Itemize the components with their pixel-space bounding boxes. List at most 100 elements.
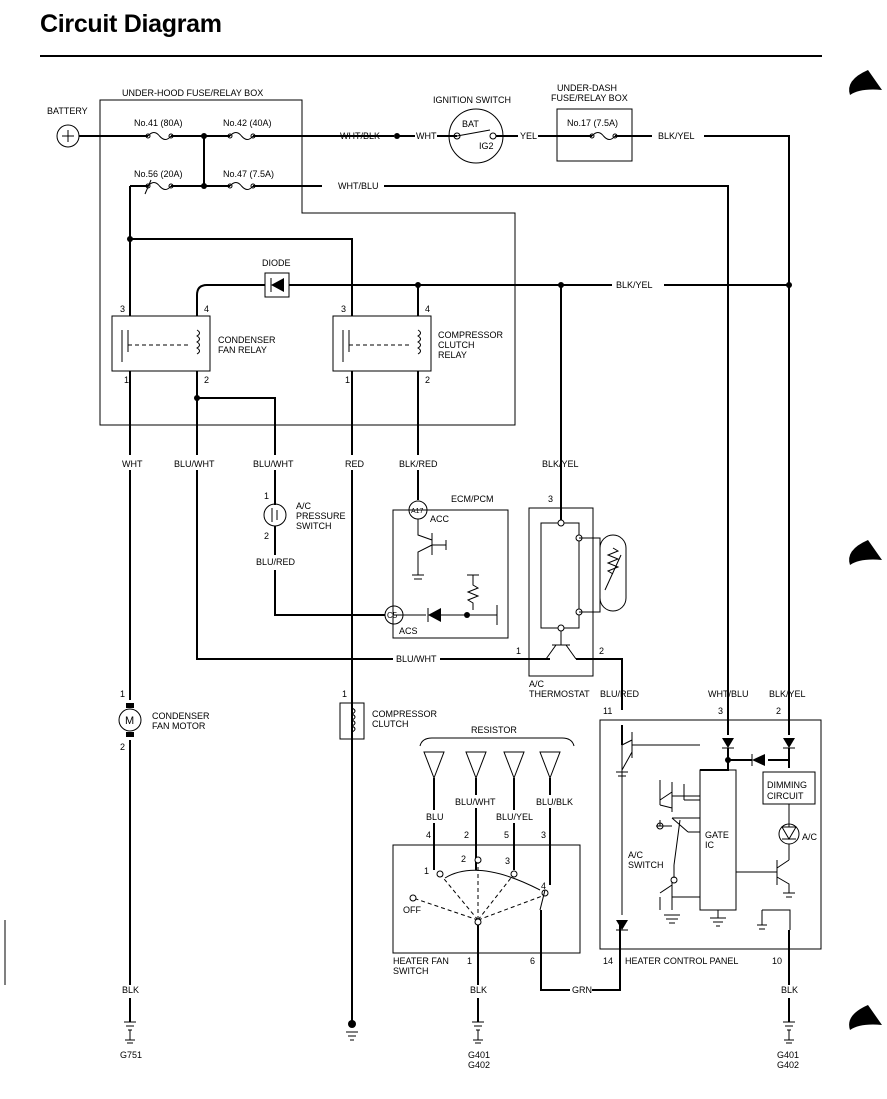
battery-label: BATTERY bbox=[47, 106, 88, 116]
wire-label-wht-blu-top: WHT/BLU bbox=[338, 181, 379, 191]
svg-text:BLU/WHT: BLU/WHT bbox=[396, 654, 437, 664]
svg-text:BLK: BLK bbox=[781, 985, 798, 995]
heater-fan-switch-box bbox=[392, 844, 581, 954]
fuse-17-label: No.17 (7.5A) bbox=[567, 118, 618, 128]
svg-text:1: 1 bbox=[342, 689, 347, 699]
ground-g751-icon bbox=[124, 1021, 136, 1044]
ignition-ig2-label: IG2 bbox=[479, 141, 494, 151]
svg-text:RED: RED bbox=[345, 459, 365, 469]
underdash-box-outline bbox=[556, 108, 633, 162]
svg-text:3: 3 bbox=[120, 304, 125, 314]
wire-to-compressor-relay bbox=[130, 238, 353, 316]
svg-text:2: 2 bbox=[204, 375, 209, 385]
svg-text:A/C: A/C bbox=[628, 850, 644, 860]
underhood-box-outline bbox=[99, 99, 516, 426]
svg-text:IC: IC bbox=[705, 840, 715, 850]
ground-chassis-icon bbox=[346, 1020, 358, 1041]
svg-text:3: 3 bbox=[541, 830, 546, 840]
compressor-relay-label2: CLUTCH bbox=[438, 340, 475, 350]
svg-text:COMPRESSOR: COMPRESSOR bbox=[372, 709, 438, 719]
svg-text:HEATER FAN: HEATER FAN bbox=[393, 956, 449, 966]
wire-label-wht: WHT bbox=[416, 131, 437, 141]
svg-text:CIRCUIT: CIRCUIT bbox=[767, 791, 804, 801]
svg-text:1: 1 bbox=[124, 375, 129, 385]
svg-text:1: 1 bbox=[345, 375, 350, 385]
pressure-switch-icon bbox=[263, 503, 287, 527]
svg-text:1: 1 bbox=[264, 491, 269, 501]
fuse-56-icon bbox=[147, 182, 172, 190]
thermistor-icon bbox=[599, 534, 627, 612]
svg-text:3: 3 bbox=[505, 856, 510, 866]
svg-text:A17: A17 bbox=[411, 508, 424, 515]
condenser-fan-relay bbox=[111, 315, 211, 372]
underdash-box-label1: UNDER-DASH bbox=[557, 83, 617, 93]
svg-text:BLK/YEL: BLK/YEL bbox=[542, 459, 579, 469]
fuse-56-label: No.56 (20A) bbox=[134, 169, 183, 179]
svg-text:WHT/BLU: WHT/BLU bbox=[708, 689, 749, 699]
ecm-label: ECM/PCM bbox=[451, 494, 494, 504]
svg-text:A/C: A/C bbox=[529, 679, 545, 689]
svg-text:11: 11 bbox=[603, 706, 612, 716]
svg-text:5: 5 bbox=[504, 830, 509, 840]
svg-text:1: 1 bbox=[120, 689, 125, 699]
wire-diode bbox=[196, 284, 612, 316]
svg-text:3: 3 bbox=[548, 494, 553, 504]
svg-text:M: M bbox=[125, 715, 134, 727]
svg-text:G402: G402 bbox=[777, 1060, 799, 1070]
svg-text:2: 2 bbox=[264, 531, 269, 541]
svg-text:ACC: ACC bbox=[430, 514, 450, 524]
fuse-47-label: No.47 (7.5A) bbox=[223, 169, 274, 179]
ground-g751-label: G751 bbox=[120, 1050, 142, 1060]
svg-text:GATE: GATE bbox=[705, 830, 729, 840]
svg-text:4: 4 bbox=[541, 881, 546, 891]
svg-text:DIMMING: DIMMING bbox=[767, 780, 807, 790]
fuse-42-label: No.42 (40A) bbox=[223, 118, 272, 128]
fuse-42-icon bbox=[229, 132, 254, 140]
svg-text:A/C: A/C bbox=[802, 832, 818, 842]
svg-text:G401: G401 bbox=[468, 1050, 490, 1060]
condenser-fan-motor-icon bbox=[118, 708, 142, 732]
wire-label-blk-yel-mid: BLK/YEL bbox=[616, 280, 653, 290]
wire-blu-wht bbox=[196, 371, 393, 660]
title-rule bbox=[40, 55, 822, 57]
svg-text:4: 4 bbox=[425, 304, 430, 314]
svg-text:FAN MOTOR: FAN MOTOR bbox=[152, 721, 206, 731]
binding-mark-middle bbox=[849, 540, 882, 565]
svg-text:3: 3 bbox=[341, 304, 346, 314]
binding-mark-top bbox=[849, 70, 882, 95]
svg-text:1: 1 bbox=[516, 646, 521, 656]
wire-blk-yel-right bbox=[704, 135, 790, 735]
binding-mark-bottom bbox=[849, 1005, 882, 1030]
svg-text:10: 10 bbox=[772, 956, 782, 966]
condenser-relay-label1: CONDENSER bbox=[218, 335, 276, 345]
wire-label-wht-blk: WHT/BLK bbox=[340, 131, 380, 141]
svg-text:2: 2 bbox=[425, 375, 430, 385]
svg-text:BLK/RED: BLK/RED bbox=[399, 459, 438, 469]
wire-grn bbox=[540, 910, 621, 991]
svg-text:SWITCH: SWITCH bbox=[628, 860, 664, 870]
fuse-41-label: No.41 (80A) bbox=[134, 118, 183, 128]
diode-label: DIODE bbox=[262, 258, 291, 268]
compressor-relay-label1: COMPRESSOR bbox=[438, 330, 504, 340]
svg-text:CONDENSER: CONDENSER bbox=[152, 711, 210, 721]
svg-text:14: 14 bbox=[603, 956, 613, 966]
svg-text:4: 4 bbox=[426, 830, 431, 840]
svg-text:BLU: BLU bbox=[426, 812, 444, 822]
ignition-bat-label: BAT bbox=[462, 119, 479, 129]
svg-text:SWITCH: SWITCH bbox=[393, 966, 429, 976]
compressor-clutch-relay bbox=[332, 315, 432, 372]
svg-text:BLK/YEL: BLK/YEL bbox=[769, 689, 806, 699]
fuse-47-icon bbox=[229, 182, 254, 190]
svg-text:A/C: A/C bbox=[296, 501, 312, 511]
wire-label-wht-left: WHT bbox=[122, 459, 143, 469]
condenser-relay-label2: FAN RELAY bbox=[218, 345, 267, 355]
ground-g401-center-icon bbox=[472, 1021, 484, 1044]
svg-text:3: 3 bbox=[718, 706, 723, 716]
compressor-clutch-icon bbox=[339, 702, 365, 740]
svg-text:1: 1 bbox=[424, 866, 429, 876]
resistor-elements bbox=[423, 751, 561, 780]
svg-text:BLU/WHT: BLU/WHT bbox=[253, 459, 294, 469]
svg-text:SWITCH: SWITCH bbox=[296, 521, 332, 531]
svg-text:1: 1 bbox=[467, 956, 472, 966]
